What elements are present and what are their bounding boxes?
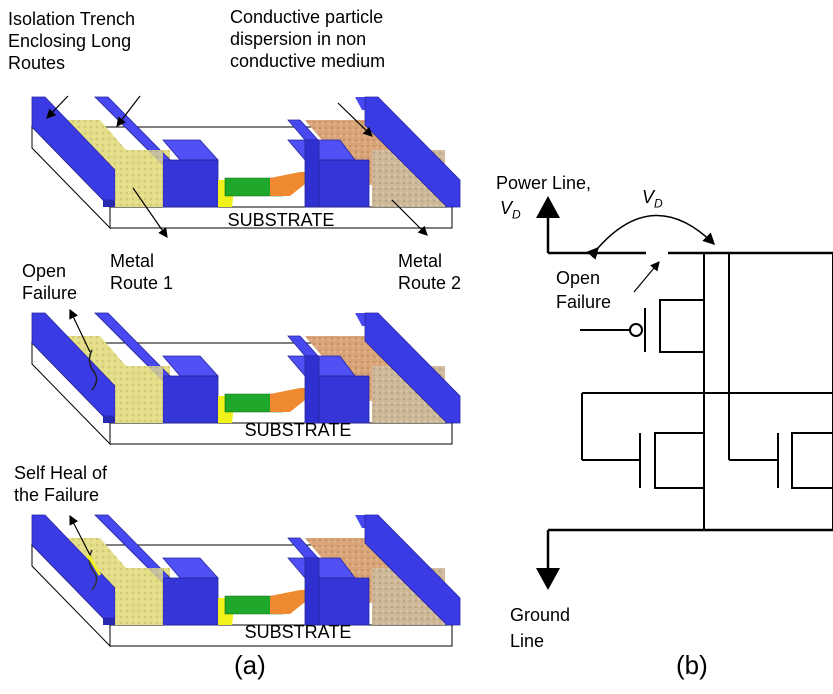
- arrow-metal-route-1: [132, 187, 168, 238]
- arrow-open-failure: [69, 308, 91, 353]
- label-metal-route-2: Metal Route 2: [398, 251, 462, 293]
- substrate-label-bottom: SUBSTRATE: [245, 622, 352, 642]
- label-self-heal: Self Heal of the Failure: [14, 463, 108, 505]
- structure-middle: SUBSTRATE: [31, 312, 461, 445]
- substrate-label-top: SUBSTRATE: [228, 210, 335, 230]
- vd-arc: [586, 214, 716, 260]
- label-vd-power: VD: [500, 198, 521, 222]
- ground-arrow-head: [536, 568, 560, 590]
- label-isolation-trench: Isolation Trench Enclosing Long Routes: [8, 9, 136, 73]
- label-power-line: Power Line,: [496, 173, 592, 193]
- arrow-conductive-particle: [337, 102, 373, 137]
- label-open-failure-b: Open Failure: [556, 268, 612, 312]
- open-failure-crack: [88, 349, 98, 391]
- arrow-self-heal: [69, 514, 91, 556]
- arrow-open-failure-b: [633, 261, 660, 293]
- power-arrow-head: [536, 196, 560, 218]
- label-vd-arc: VD: [642, 187, 663, 211]
- structure-top: SUBSTRATE: [31, 96, 461, 230]
- substrate-label-middle: SUBSTRATE: [245, 420, 352, 440]
- caption-b: (b): [676, 650, 708, 680]
- label-open-failure-a: Open Failure: [22, 261, 78, 303]
- arrow-metal-route-2: [391, 199, 428, 236]
- label-ground-line: Ground Line: [510, 605, 571, 651]
- structure-bottom: SUBSTRATE: [31, 514, 461, 647]
- arrow-isolation-left: [46, 95, 69, 119]
- label-metal-route-1: Metal Route 1: [110, 251, 174, 293]
- circuit-b: [536, 196, 833, 590]
- label-conductive-particle: Conductive particle dispersion in non co…: [230, 7, 386, 71]
- caption-a: (a): [234, 650, 266, 680]
- arrow-isolation-right: [116, 95, 141, 127]
